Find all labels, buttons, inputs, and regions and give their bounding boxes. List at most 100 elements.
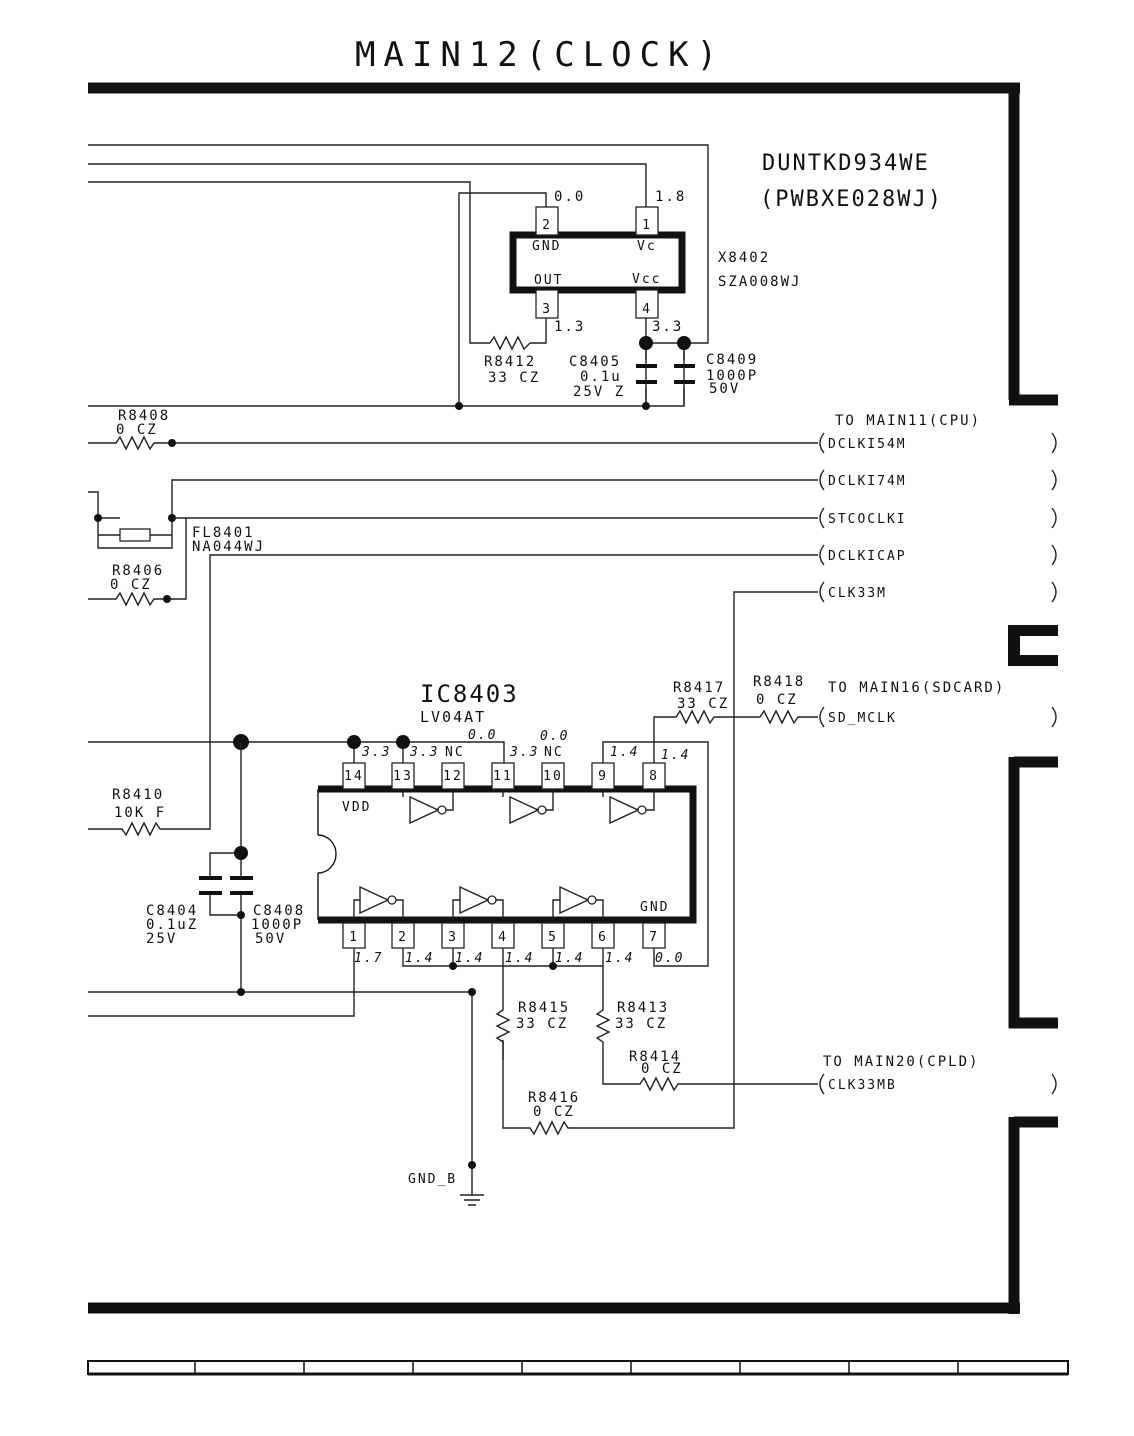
x8402-pin2: 2 [542, 218, 552, 233]
ground-label: GND_B [408, 1172, 457, 1187]
ic8403-v-pin8: 1.4 [661, 748, 690, 763]
x8402-vcc-label: Vcc [632, 272, 661, 287]
c8404-value: 0.1uZ [146, 917, 198, 933]
x8402-ref: X8402 [718, 250, 770, 266]
ic8403-pin5: 5 [548, 930, 558, 945]
r8408-ref: R8408 [118, 408, 170, 424]
ic8403-v-pin5: 1.4 [555, 951, 584, 966]
ic8403-v-pin13: 3.3 [409, 745, 439, 760]
dest-cpu: TO MAIN11(CPU) [835, 413, 981, 429]
r8418-ref: R8418 [753, 674, 805, 690]
r8417-value: 33 CZ [677, 696, 729, 712]
ic8403-v-above-b: 0.0 [540, 729, 569, 744]
ic8403-pin12: 12 [443, 769, 463, 784]
ic8403-pin3: 3 [448, 930, 458, 945]
signal-dclkicap: DCLKICAP [828, 549, 907, 564]
ic8403-v-pin9: 1.4 [610, 745, 639, 760]
signal-dclki74m: DCLKI74M [828, 474, 907, 489]
ic8403-nc-pin12: NC [445, 745, 465, 760]
x8402-v-pin4: 3.3 [652, 319, 683, 335]
c8405-ref: C8405 [569, 354, 621, 370]
ic8403-pin10: 10 [543, 769, 563, 784]
ic8403-pin13: 13 [393, 769, 413, 784]
c8408-ref: C8408 [253, 903, 305, 919]
c8409-voltage: 50V [709, 381, 740, 397]
r8406-ref: R8406 [112, 563, 164, 579]
ic8403-pin6: 6 [598, 930, 608, 945]
connector-brackets [819, 432, 1057, 1095]
r8416-value: 0 CZ [533, 1104, 575, 1120]
ic8403-v-pin3: 1.4 [455, 951, 484, 966]
ic8403-pin4: 4 [498, 930, 508, 945]
x8402-pin4: 4 [642, 302, 652, 317]
clock-nets [88, 435, 818, 1136]
board-pwb: (PWBXE028WJ) [760, 187, 943, 212]
signal-stcoclki: STCOCLKI [828, 512, 907, 527]
r8410-value: 10K F [114, 805, 166, 821]
ic8403-pin2: 2 [398, 930, 408, 945]
r8416-ref: R8416 [528, 1090, 580, 1106]
ic8403-pin14: 14 [344, 769, 364, 784]
x8402-v-pin3: 1.3 [554, 319, 585, 335]
ic8403-v-pin11: 3.3 [509, 745, 539, 760]
oscillator-x8402 [88, 144, 709, 410]
fl8401-part: NA044WJ [192, 539, 265, 555]
dest-sdcard: TO MAIN16(SDCARD) [828, 680, 1005, 696]
r8412-value: 33 CZ [488, 370, 540, 386]
r8415-value: 33 CZ [516, 1016, 568, 1032]
r8415-ref: R8415 [518, 1000, 570, 1016]
c8409-value: 1000P [706, 368, 758, 384]
c8404-ref: C8404 [146, 903, 198, 919]
c8409-ref: C8409 [706, 352, 758, 368]
ic8403-pin8: 8 [649, 769, 659, 784]
x8402-v-pin1: 1.8 [655, 189, 686, 205]
r8417-ref: R8417 [673, 680, 725, 696]
ic8403-v-pin1: 1.7 [354, 951, 383, 966]
ic8403-v-pin6: 1.4 [605, 951, 634, 966]
ic8403-inverter [88, 709, 818, 1206]
x8402-gnd-label: GND [532, 239, 561, 254]
signal-sd-mclk: SD_MCLK [828, 711, 897, 726]
x8402-v-pin2: 0.0 [554, 189, 585, 205]
dest-cpld: TO MAIN20(CPLD) [823, 1054, 979, 1070]
x8402-out-label: OUT [534, 273, 563, 288]
ic8403-v-pin14: 3.3 [361, 745, 391, 760]
footer-table [87, 1360, 1069, 1376]
signal-clk33mb: CLK33MB [828, 1078, 897, 1093]
r8413-ref: R8413 [617, 1000, 669, 1016]
x8402-part: SZA008WJ [718, 274, 801, 290]
r8412-ref: R8412 [484, 354, 536, 370]
ic8403-gnd: GND [640, 900, 669, 915]
r8410-ref: R8410 [112, 787, 164, 803]
ic8403-vdd: VDD [342, 800, 371, 815]
ic8403-ref: IC8403 [420, 680, 519, 708]
x8402-vc-label: Vc [637, 239, 657, 254]
board-name: DUNTKD934WE [762, 151, 930, 176]
ic8403-nc-pin10: NC [544, 745, 564, 760]
r8406-value: 0 CZ [110, 577, 152, 593]
x8402-pin1: 1 [642, 218, 652, 233]
x8402-pin3: 3 [542, 302, 552, 317]
signal-dclki54m: DCLKI54M [828, 437, 907, 452]
c8408-voltage: 50V [255, 931, 286, 947]
ic8403-v-pin2: 1.4 [405, 951, 434, 966]
r8408-value: 0 CZ [116, 422, 158, 438]
r8414-ref: R8414 [629, 1049, 681, 1065]
ic8403-pin11: 11 [493, 769, 513, 784]
c8408-value: 1000P [251, 917, 303, 933]
c8405-value: 0.1u [580, 369, 622, 385]
page-title: MAIN12(CLOCK) [355, 35, 725, 75]
r8418-value: 0 CZ [756, 692, 798, 708]
signal-clk33m: CLK33M [828, 586, 887, 601]
c8404-voltage: 25V [146, 931, 177, 947]
ic8403-pin7: 7 [649, 930, 659, 945]
r8414-value: 0 CZ [641, 1061, 683, 1077]
ic8403-pin9: 9 [598, 769, 608, 784]
ic8403-v-pin4: 1.4 [505, 951, 534, 966]
sheet-frame [88, 82, 1058, 1314]
ic8403-pin1: 1 [349, 930, 359, 945]
ic8403-part: LV04AT [420, 708, 486, 726]
r8413-value: 33 CZ [615, 1016, 667, 1032]
c8405-voltage: 25V Z [573, 384, 625, 400]
